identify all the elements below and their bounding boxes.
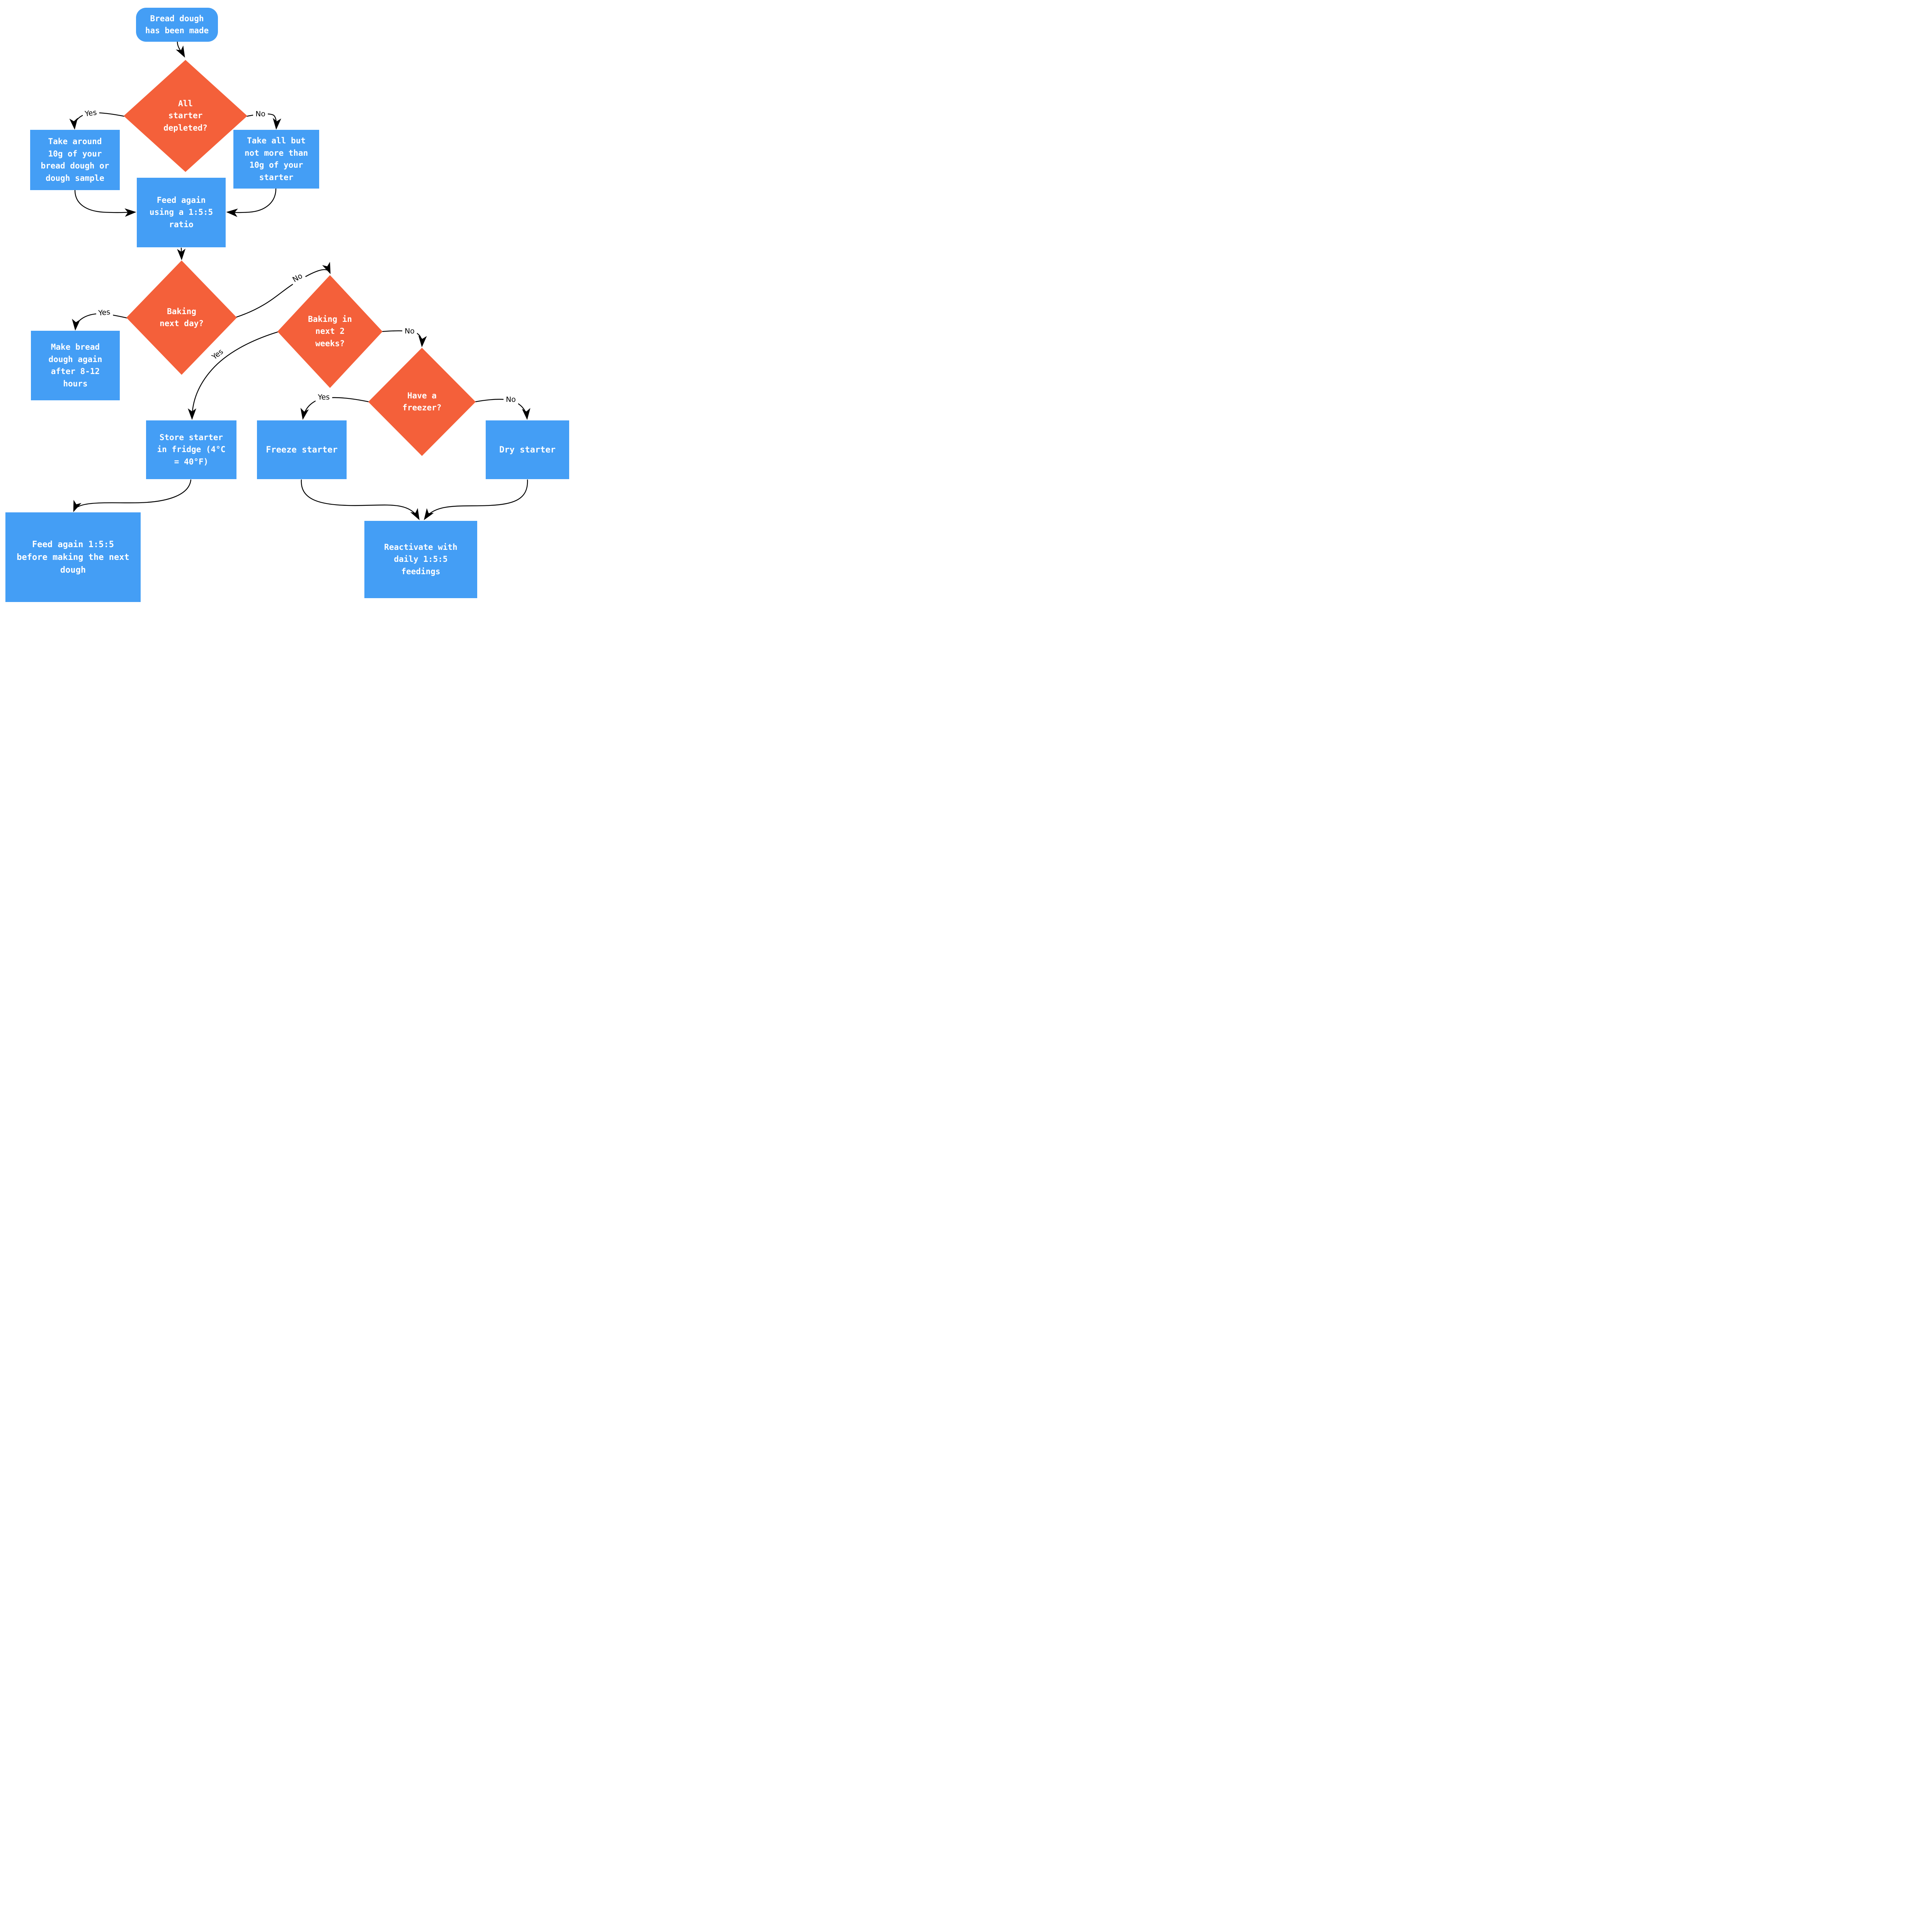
- edge-takeall-to-feed155: [226, 188, 277, 217]
- edge-feed155-to-d2: [177, 247, 186, 260]
- flowchart-edges: [69, 41, 531, 520]
- node-freeze-starter: Freeze starter: [257, 420, 347, 479]
- node-reactivate-daily-feedings: Reactivate with daily 1:5:5 feedings: [364, 521, 477, 598]
- node-feed-again-before-next-dough: Feed again 1:5:5 before making the next …: [5, 512, 141, 602]
- edge-fridge-to-feednext: [73, 479, 192, 512]
- node-dry-starter: Dry starter: [486, 420, 569, 479]
- node-feed-again-155-ratio: Feed again using a 1:5:5 ratio: [137, 178, 226, 247]
- edge-d3-yes-to-fridge: [188, 331, 278, 420]
- edge-label-d1-no: No: [253, 109, 268, 119]
- node-bread-dough-made: Bread dough has been made: [136, 8, 218, 42]
- edge-label-d4-yes: Yes: [315, 393, 332, 402]
- edge-start-to-d1: [175, 41, 185, 58]
- node-make-bread-dough-again: Make bread dough again after 8-12 hours: [31, 331, 120, 400]
- edge-label-d4-no: No: [503, 395, 518, 404]
- edge-dry-to-reactivate: [423, 479, 528, 520]
- edge-d1-yes-to-take10: [69, 112, 125, 130]
- edge-label-d2-yes: Yes: [95, 307, 113, 318]
- node-store-starter-in-fridge: Store starter in fridge (4°C = 40°F): [146, 420, 236, 479]
- node-take-around-10g: Take around 10g of your bread dough or d…: [30, 130, 120, 190]
- edge-d4-yes-to-freeze: [300, 397, 369, 420]
- edge-d4-no-to-dry: [474, 399, 531, 420]
- edge-take10-to-feed155: [74, 190, 136, 217]
- edge-label-d3-no: No: [402, 327, 417, 336]
- node-take-all-but-10g: Take all but not more than 10g of your s…: [233, 130, 319, 189]
- edge-freeze-to-reactivate: [301, 479, 420, 520]
- flowchart-canvas: Bread dough has been made All starter de…: [0, 0, 580, 604]
